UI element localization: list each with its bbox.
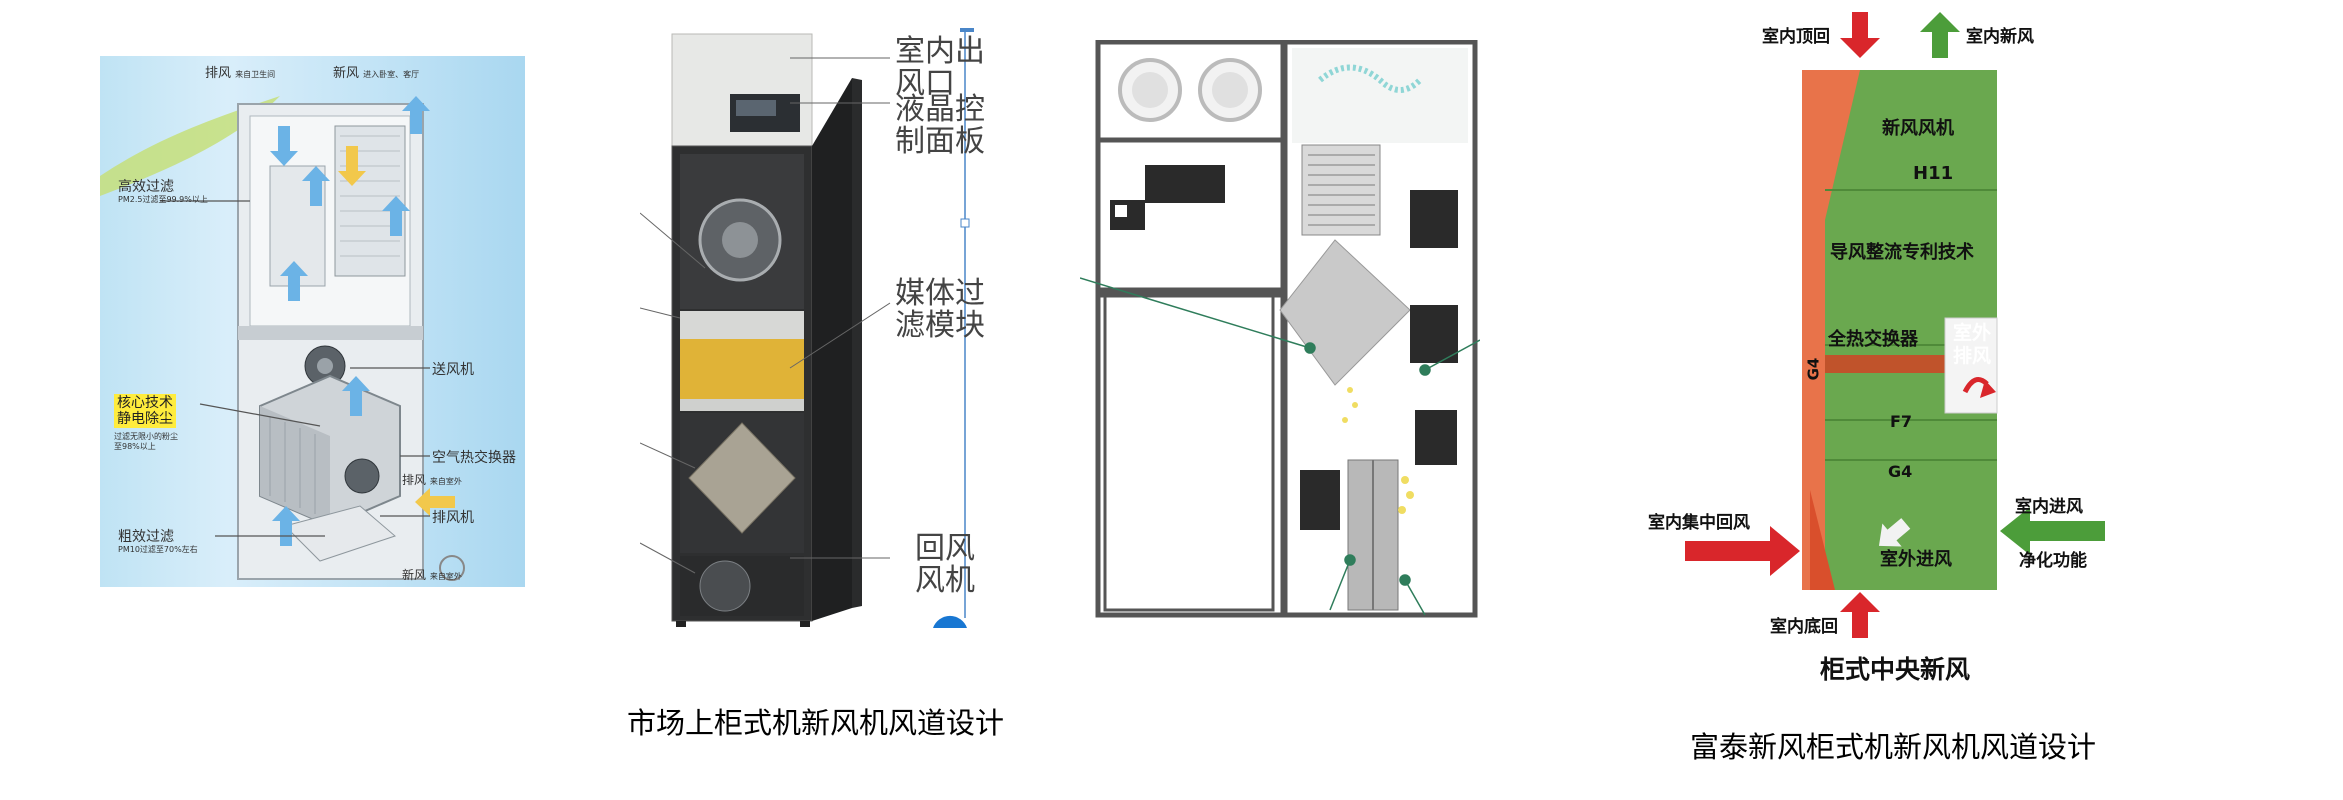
label-filter-module: 媒体过滤模块 — [895, 276, 985, 343]
label-core-sub-2: 至98%以上 — [114, 442, 156, 451]
cutaway-illustration — [100, 96, 465, 581]
label-coarse-sub: PM10过滤至70%左右 — [118, 545, 198, 554]
label-bottom-return: 室内底回 — [1770, 617, 1838, 637]
airflow-illustration — [1685, 12, 2105, 638]
caption-market-design: 市场上柜式机新风机风道设计 — [627, 706, 1005, 740]
label-core-sub-1: 过滤无限小的粉尘 — [114, 432, 178, 441]
diagram-title: 柜式中央新风 — [1820, 655, 1971, 684]
label-f7: F7 — [1890, 412, 1913, 431]
futai-airflow-diagram: 室内顶回 室内新风 新风风机 H11 导风整流专利技术 全热交换器 室外排风 G… — [1630, 0, 2130, 690]
label-outlet: 室内出风口 — [895, 34, 985, 101]
label-exhaust-top: 排风 来自卫生间 — [205, 66, 276, 81]
caption-futai-design: 富泰新风柜式机新风机风道设计 — [1690, 730, 2097, 764]
label-fresh-top: 新风 进入卧室、客厅 — [333, 66, 420, 81]
label-indoor-intake: 室内进风 — [2015, 497, 2083, 517]
label-outdoor-exhaust: 室外排风 — [1952, 322, 1991, 367]
label-core-tech: 核心技术 静电除尘 — [114, 394, 176, 428]
cabinet-illustration — [640, 28, 974, 628]
label-exhaust-mid: 排风 来自室外 — [402, 473, 462, 487]
label-supply-fan: 送风机 — [432, 362, 474, 378]
label-hepa: 高效过滤 — [118, 179, 174, 195]
label-exchanger: 全热交换器 — [1828, 329, 1918, 350]
label-exhaust-fan: 排风机 — [432, 510, 474, 526]
label-h11: H11 — [1913, 163, 1954, 184]
label-g4-side: G4 — [1804, 357, 1823, 381]
label-fresh-fan: 新风风机 — [1882, 118, 1954, 139]
label-g4: G4 — [1888, 462, 1913, 481]
market-unit-layout-image — [1080, 40, 1480, 620]
label-fresh-bottom: 新风 来自室外 — [402, 568, 462, 582]
label-outdoor-intake: 室外进风 — [1880, 549, 1952, 570]
label-hepa-sub: PM2.5过滤至99.9%以上 — [118, 195, 208, 204]
label-purify: 净化功能 — [2019, 551, 2087, 571]
label-top-return: 室内顶回 — [1762, 27, 1830, 47]
label-lcd-panel: 液晶控制面板 — [895, 92, 985, 159]
market-unit-cabinet-image: 室内出风口 液晶控制面板 媒体过滤模块 回风风机 — [640, 28, 1005, 628]
market-unit-cutaway-image: 排风 来自卫生间 新风 进入卧室、客厅 高效过滤 PM2.5过滤至99.9%以上… — [100, 56, 525, 587]
label-patent: 导风整流专利技术 — [1830, 242, 1974, 263]
label-indoor-fresh: 室内新风 — [1966, 27, 2034, 47]
label-heat-exchanger: 空气热交换器 — [432, 450, 516, 466]
layout-illustration — [1080, 40, 1480, 618]
label-return-fan: 回风风机 — [915, 531, 975, 598]
label-central-return: 室内集中回风 — [1648, 513, 1750, 533]
label-coarse: 粗效过滤 — [118, 529, 174, 545]
